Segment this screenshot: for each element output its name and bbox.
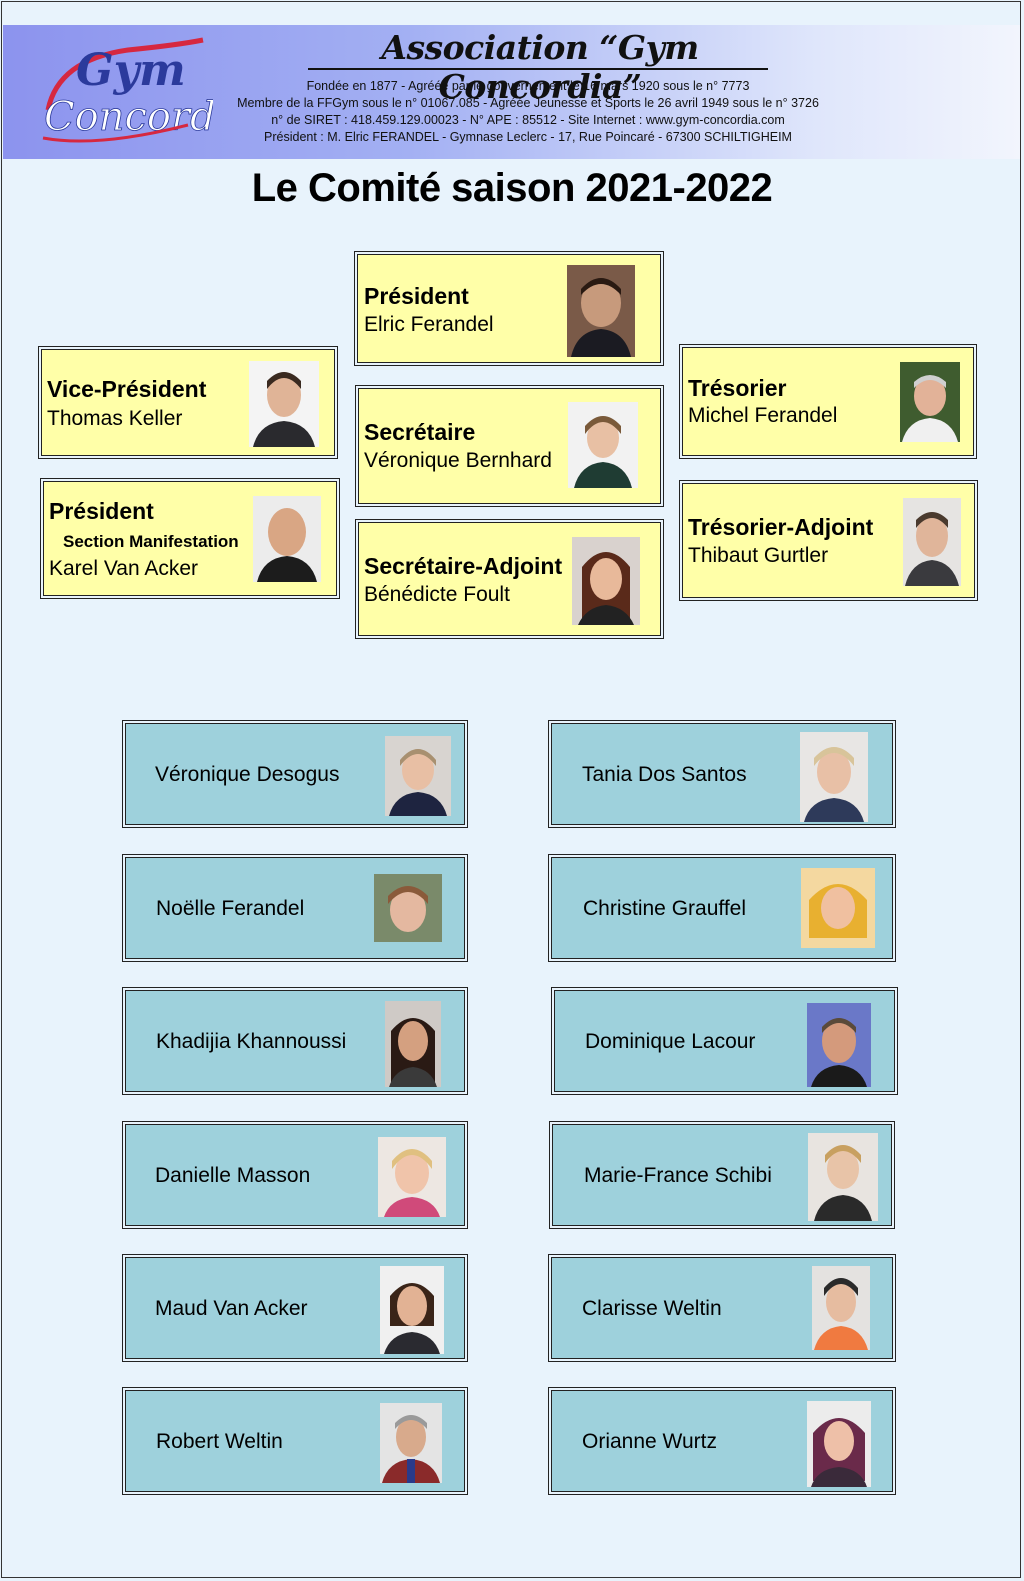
board-name: Véronique Bernhard bbox=[364, 449, 552, 472]
member-card: Christine Grauffel bbox=[548, 854, 896, 962]
info-line-founded: Fondée en 1877 - Agréée par le gouvernem… bbox=[306, 79, 750, 93]
board-name: Michel Ferandel bbox=[688, 404, 838, 427]
member-name: Noëlle Ferandel bbox=[156, 897, 305, 920]
board-card-secretary: Secrétaire Véronique Bernhard bbox=[355, 385, 664, 507]
board-sub-role: Section Manifestation bbox=[63, 532, 239, 551]
board-role: Trésorier-Adjoint bbox=[688, 514, 874, 540]
portrait-photo bbox=[801, 868, 875, 948]
board-role: Vice-Président bbox=[47, 376, 207, 402]
board-name: Elric Ferandel bbox=[364, 313, 494, 336]
board-card-assistant-secretary: Secrétaire-Adjoint Bénédicte Foult bbox=[355, 519, 664, 639]
member-card: Noëlle Ferandel bbox=[122, 854, 468, 962]
info-line-membership: Membre de la FFGym sous le n° 01067.085 … bbox=[237, 96, 819, 110]
member-name: Véronique Desogus bbox=[155, 763, 340, 786]
member-card: Dominique Lacour bbox=[551, 987, 898, 1095]
board-card-treasurer: Trésorier Michel Ferandel bbox=[679, 344, 977, 459]
portrait-photo bbox=[378, 1137, 446, 1217]
portrait-photo bbox=[900, 362, 960, 442]
member-card: Khadijia Khannoussi bbox=[122, 987, 468, 1095]
member-name: Dominique Lacour bbox=[585, 1030, 756, 1053]
member-name: Orianne Wurtz bbox=[582, 1430, 717, 1453]
board-card-president-section: Président Section Manifestation Karel Va… bbox=[40, 478, 340, 599]
board-name: Karel Van Acker bbox=[49, 557, 199, 580]
portrait-photo bbox=[567, 265, 635, 357]
portrait-photo bbox=[380, 1403, 442, 1483]
portrait-photo bbox=[374, 874, 442, 942]
portrait-photo bbox=[807, 1401, 871, 1487]
member-name: Christine Grauffel bbox=[583, 897, 747, 920]
info-line-president: Président : M. Elric FERANDEL - Gymnase … bbox=[264, 130, 792, 144]
portrait-photo bbox=[385, 1001, 441, 1087]
board-role: Secrétaire-Adjoint bbox=[364, 553, 563, 579]
member-card: Robert Weltin bbox=[122, 1387, 468, 1495]
board-role: Président bbox=[49, 498, 154, 524]
portrait-photo bbox=[808, 1133, 878, 1221]
member-name: Tania Dos Santos bbox=[582, 763, 747, 786]
member-card: Maud Van Acker bbox=[122, 1254, 468, 1362]
member-card: Tania Dos Santos bbox=[548, 720, 896, 828]
board-role: Président bbox=[364, 283, 469, 309]
portrait-photo bbox=[385, 736, 451, 816]
portrait-photo bbox=[249, 361, 319, 447]
portrait-photo bbox=[800, 732, 868, 822]
logo-text-top: Gym bbox=[76, 45, 186, 96]
board-role: Trésorier bbox=[688, 375, 787, 401]
board-card-assistant-treasurer: Trésorier-Adjoint Thibaut Gurtler bbox=[679, 480, 978, 601]
title-underline bbox=[308, 68, 768, 70]
board-card-vice-president: Vice-Président Thomas Keller bbox=[38, 346, 338, 459]
info-line-siret: n° de SIRET : 418.459.129.00023 - N° APE… bbox=[271, 113, 785, 127]
member-card: Marie-France Schibi bbox=[549, 1121, 895, 1229]
board-name: Thibaut Gurtler bbox=[688, 544, 829, 567]
association-title: Association “Gym Concordia” bbox=[381, 28, 699, 106]
member-name: Khadijia Khannoussi bbox=[156, 1030, 347, 1053]
member-card: Clarisse Weltin bbox=[548, 1254, 896, 1362]
portrait-photo bbox=[812, 1266, 870, 1350]
page-title: Le Comité saison 2021-2022 bbox=[251, 166, 773, 210]
member-card: Véronique Desogus bbox=[122, 720, 468, 828]
board-card-president: Président Elric Ferandel bbox=[354, 251, 664, 366]
member-name: Maud Van Acker bbox=[155, 1297, 308, 1320]
board-role: Secrétaire bbox=[364, 419, 476, 445]
portrait-photo bbox=[253, 496, 321, 582]
member-name: Marie-France Schibi bbox=[584, 1164, 772, 1187]
member-name: Clarisse Weltin bbox=[582, 1297, 722, 1320]
member-name: Robert Weltin bbox=[156, 1430, 283, 1453]
board-name: Thomas Keller bbox=[47, 407, 183, 430]
portrait-photo bbox=[568, 402, 638, 488]
portrait-photo bbox=[572, 537, 640, 625]
member-card: Danielle Masson bbox=[122, 1121, 468, 1229]
member-name: Danielle Masson bbox=[155, 1164, 311, 1187]
portrait-photo bbox=[903, 498, 961, 586]
board-name: Bénédicte Foult bbox=[364, 583, 510, 606]
portrait-photo bbox=[807, 1003, 871, 1087]
member-card: Orianne Wurtz bbox=[548, 1387, 896, 1495]
portrait-photo bbox=[380, 1266, 444, 1354]
